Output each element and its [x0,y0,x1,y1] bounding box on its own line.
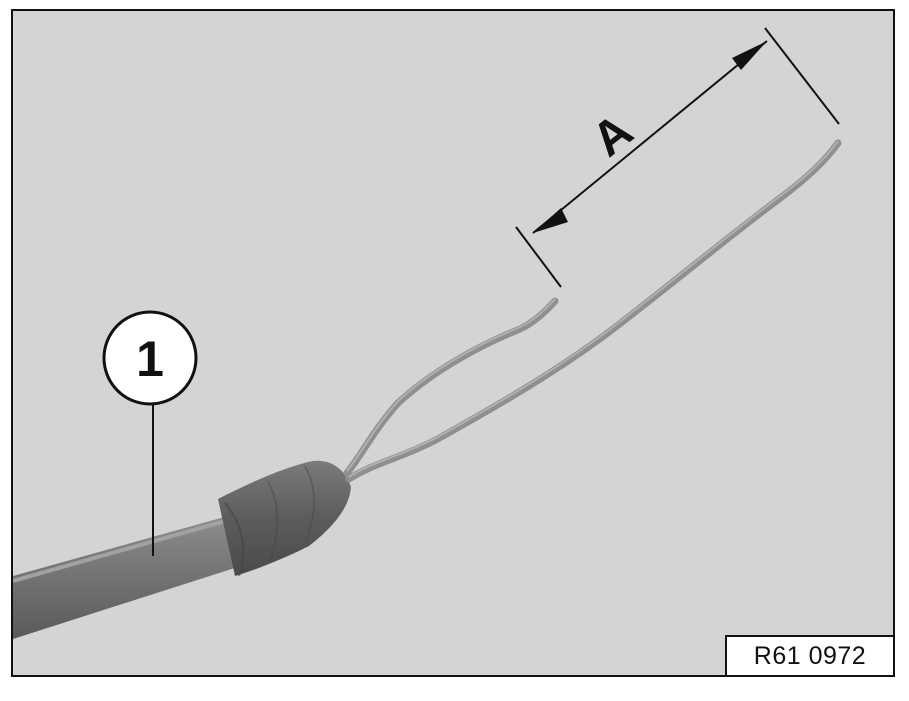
wire-illustration: 1 A [13,27,842,639]
insulating-tape [218,460,351,576]
short-wire [343,297,559,477]
dimension-extension-left [515,226,562,288]
cable-sheath [13,516,241,639]
illustration-frame: 1 A R61 0972 [11,9,895,677]
reference-code-box: R61 0972 [725,635,893,675]
dimension-arrowhead-right [732,41,767,70]
dimension-arrowhead-left [533,208,568,233]
long-wire [345,139,842,483]
reference-code: R61 0972 [753,641,867,670]
dimension-label: A [583,104,643,167]
callout-circle [102,310,198,406]
dimension-extension-right [764,27,840,125]
callout-number: 1 [136,331,164,387]
dimension-line [532,40,768,234]
